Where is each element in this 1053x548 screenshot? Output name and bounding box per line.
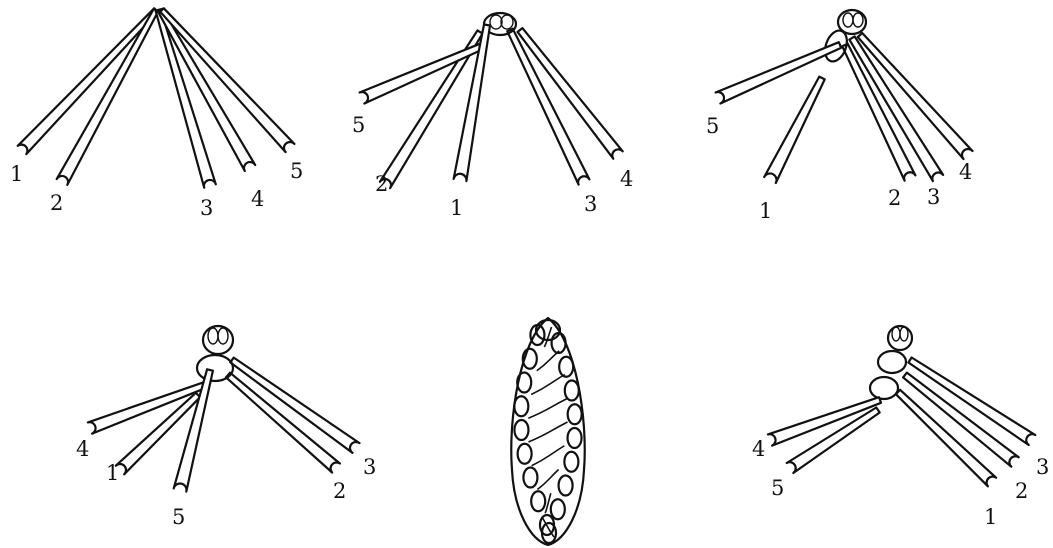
knot-loop — [870, 377, 898, 399]
step-1-strands — [18, 8, 295, 187]
strand-label: 4 — [752, 437, 765, 461]
strand-label: 1 — [10, 162, 23, 186]
strand-label: 1 — [106, 461, 119, 485]
step-3-panel: 5 1 2 3 4 — [706, 10, 973, 223]
strand-label: 2 — [375, 172, 388, 196]
strand-label: 3 — [927, 185, 940, 209]
knot-loop — [900, 327, 908, 341]
strand-label: 2 — [50, 191, 63, 215]
knot-loop — [853, 13, 863, 27]
strand-label: 3 — [200, 196, 213, 220]
knot-loop — [501, 15, 513, 29]
knot-loop — [878, 351, 906, 373]
cord-strand — [716, 42, 842, 103]
cord-strand — [842, 44, 915, 181]
step-1-panel: 1 2 3 4 5 — [10, 8, 303, 220]
step-4-panel: 4 1 5 2 3 — [76, 326, 376, 529]
knot-loop — [218, 328, 228, 344]
strand-label: 1 — [450, 196, 463, 220]
step-2-strands — [360, 13, 623, 188]
cord-strand — [360, 42, 487, 103]
step-3-strands — [716, 10, 973, 183]
strand-label: 3 — [363, 455, 376, 479]
strand-label: 5 — [290, 159, 303, 183]
strand-label: 1 — [984, 505, 997, 529]
strand-label: 3 — [584, 192, 597, 216]
strand-label: 1 — [759, 199, 772, 223]
cord-strand — [518, 28, 623, 159]
knot-loop — [490, 15, 502, 29]
braid-outline — [511, 318, 585, 545]
knot-loop — [197, 355, 233, 381]
knot-loop — [892, 327, 900, 341]
knot-loop — [208, 328, 218, 344]
knot-loop — [843, 13, 853, 27]
finished-braid-panel — [511, 318, 585, 545]
strand-label: 2 — [1015, 479, 1028, 503]
cord-strand — [764, 77, 825, 183]
strand-label: 4 — [959, 160, 972, 184]
strand-label: 4 — [620, 167, 633, 191]
strand-label: 2 — [333, 479, 346, 503]
strand-label: 5 — [706, 114, 719, 138]
strand-label: 4 — [251, 187, 264, 211]
strand-label: 5 — [352, 113, 365, 137]
step-2-panel: 5 2 1 3 4 — [352, 13, 633, 220]
strand-label: 3 — [1036, 455, 1049, 479]
step-5-panel: 4 5 1 2 3 — [752, 326, 1049, 529]
strand-label: 4 — [76, 437, 89, 461]
strand-label: 5 — [771, 476, 784, 500]
step-5-strands — [768, 326, 1035, 486]
strand-label: 5 — [172, 505, 185, 529]
strand-label: 2 — [888, 186, 901, 210]
step-4-strands — [88, 326, 360, 492]
